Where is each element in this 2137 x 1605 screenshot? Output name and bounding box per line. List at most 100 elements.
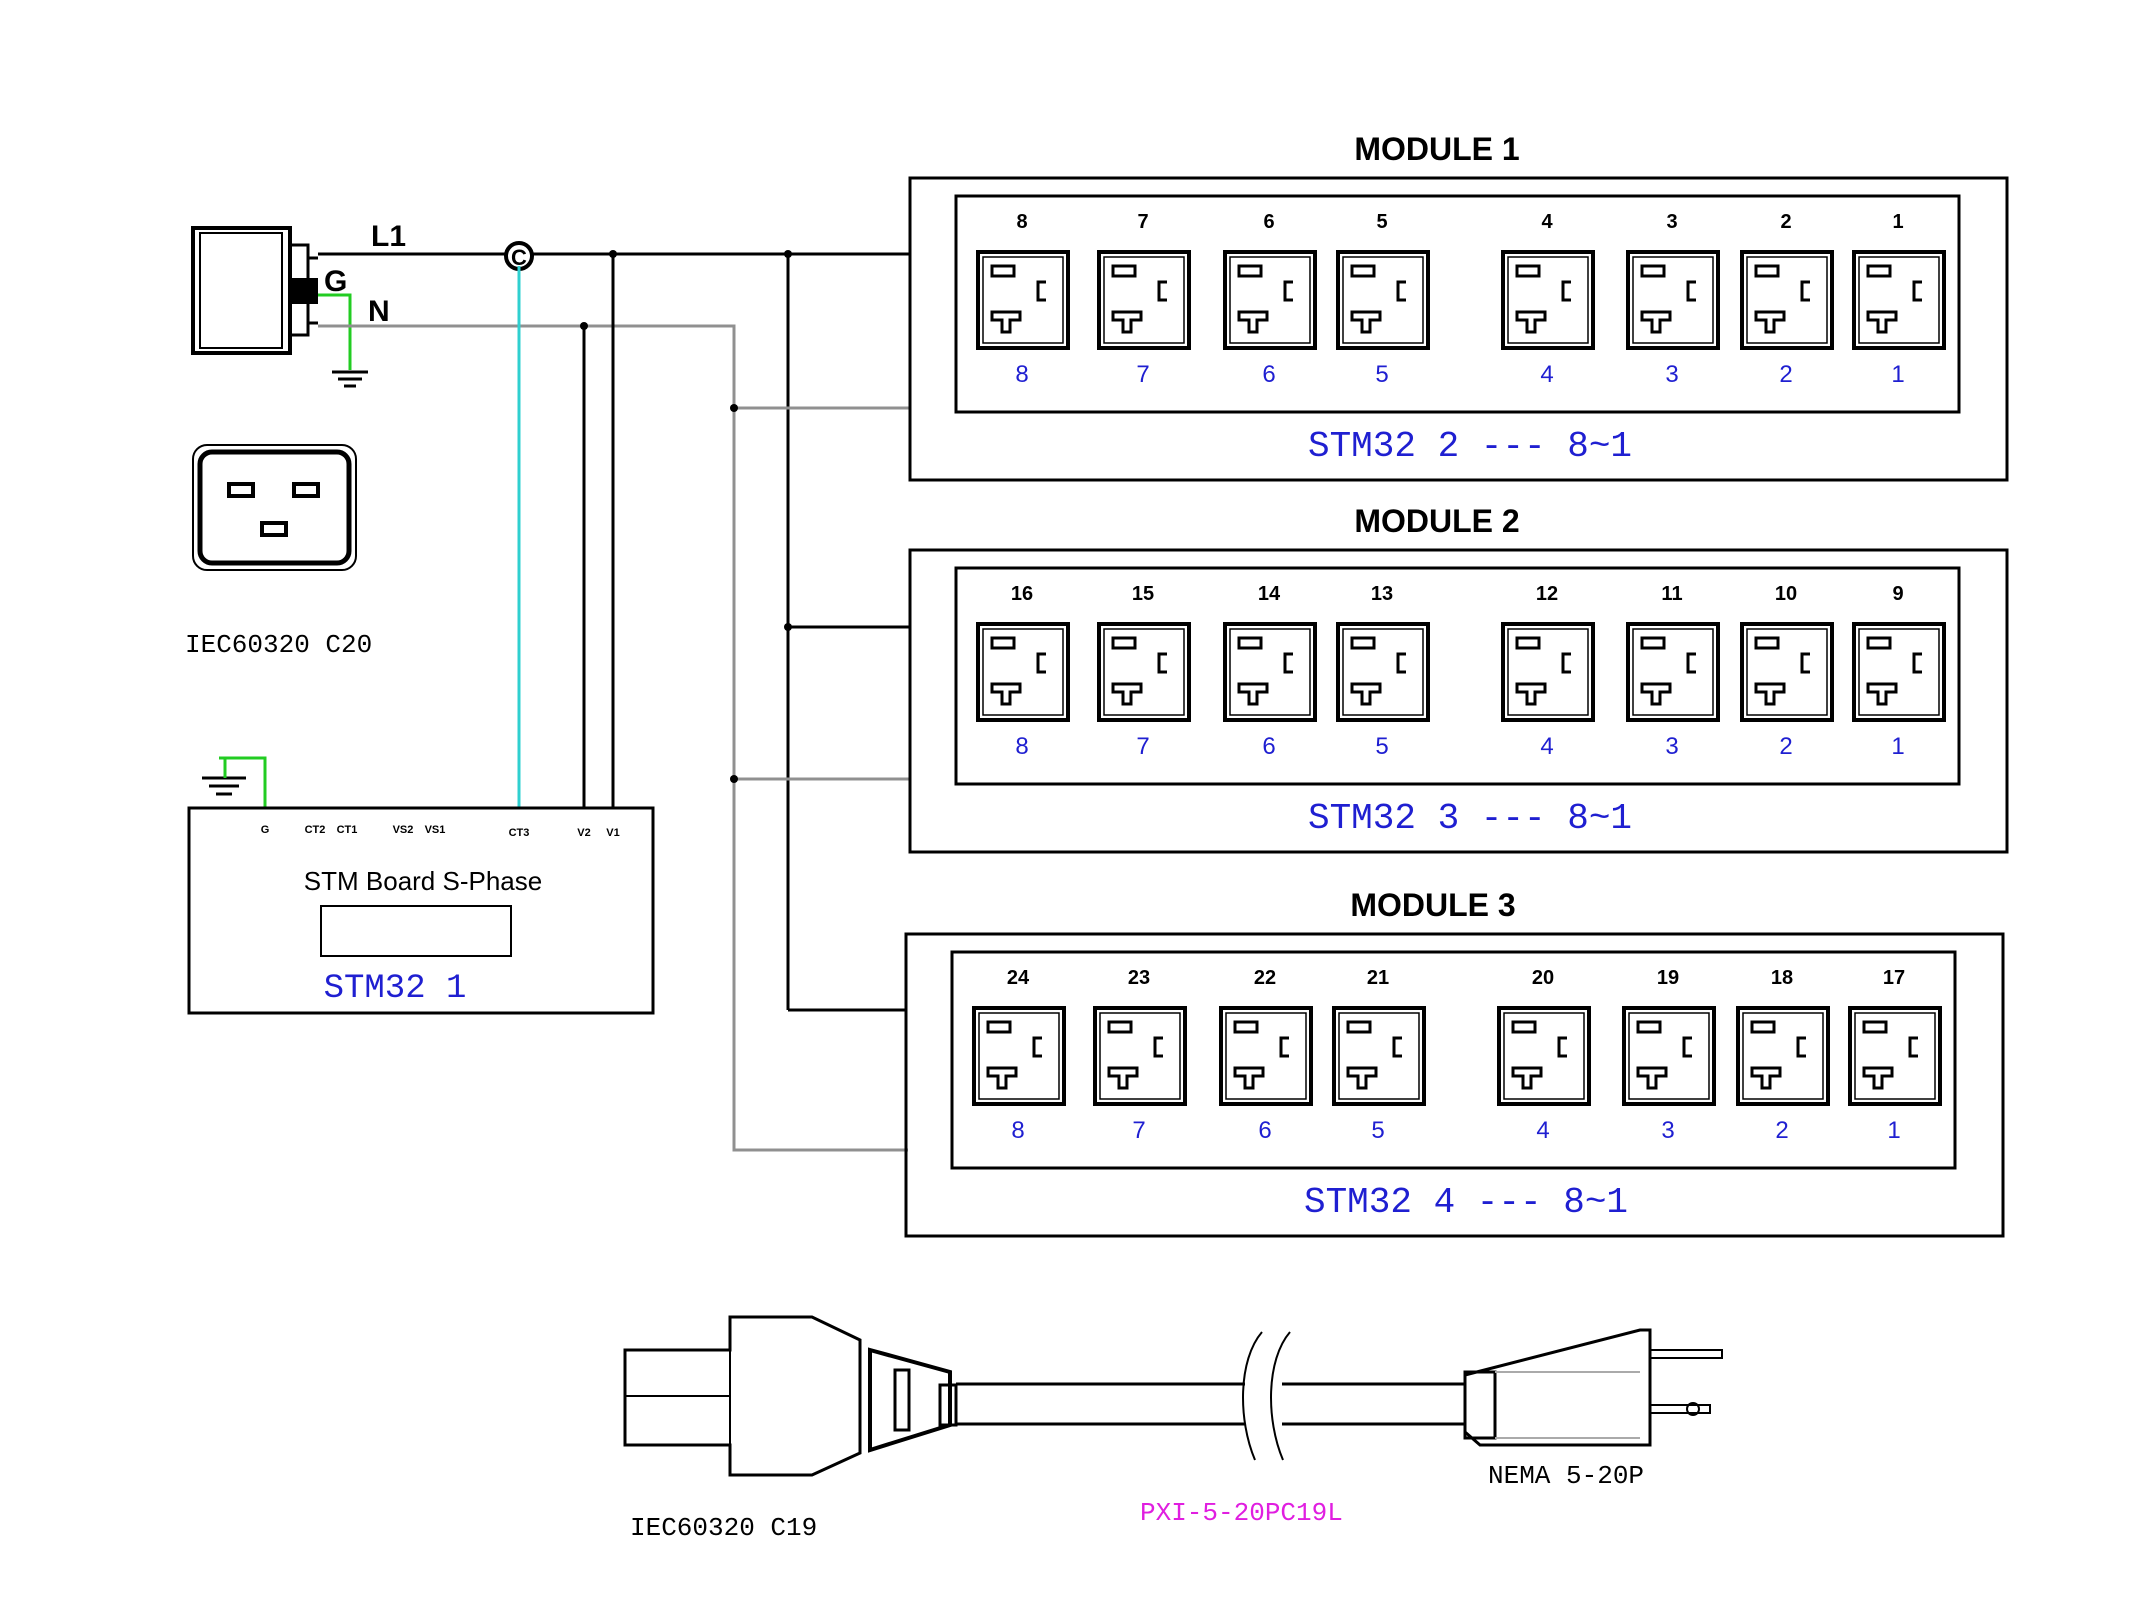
outlet-number: 20 [1532, 967, 1554, 989]
module-footer: STM32 2 --- 8~1 [1308, 426, 1632, 467]
outlet-number: 1 [1892, 211, 1903, 233]
channel-number: 7 [1136, 733, 1149, 760]
stm-board-title: STM Board S-Phase [304, 866, 542, 896]
outlet: 10 2 [1740, 583, 1834, 760]
outlet: 55 [1336, 211, 1430, 388]
channel-number: 5 [1375, 361, 1388, 388]
channel-number: 8 [1015, 361, 1028, 388]
outlet-number: 21 [1367, 967, 1389, 989]
outlet: 24 8 [972, 967, 1066, 1144]
voltage-sense-wires [582, 254, 615, 808]
outlet: 14 6 [1223, 583, 1317, 760]
channel-number: 8 [1015, 733, 1028, 760]
cable-part-number: PXI-5-20PC19L [1140, 1498, 1343, 1528]
outlet-number: 7 [1137, 211, 1148, 233]
module-title: MODULE 3 [1350, 887, 1515, 923]
outlet: 16 8 [976, 583, 1070, 760]
outlet-number: 12 [1536, 583, 1558, 605]
c19-label: IEC60320 C19 [630, 1513, 817, 1543]
outlet-number: 18 [1771, 967, 1793, 989]
outlet: 12 4 [1501, 583, 1595, 760]
outlet: 19 3 [1622, 967, 1716, 1144]
outlet: 11 3 [1626, 583, 1720, 760]
outlet: 91 [1852, 583, 1946, 760]
outlet: 20 4 [1497, 967, 1591, 1144]
channel-number: 3 [1665, 733, 1678, 760]
l1-bus [786, 254, 910, 1012]
nema-plug-label: NEMA 5-20P [1488, 1461, 1644, 1491]
outlet: 33 [1626, 211, 1720, 388]
outlet-number: 5 [1376, 211, 1387, 233]
outlet-number: 3 [1666, 211, 1677, 233]
outlet: 77 [1097, 211, 1191, 388]
junction-dots [580, 250, 792, 783]
ground-wire [318, 293, 352, 370]
channel-number: 6 [1262, 733, 1275, 760]
outlet-number: 23 [1128, 967, 1150, 989]
outlet-number: 14 [1258, 583, 1281, 605]
svg-text:VS1: VS1 [425, 824, 446, 836]
outlet-number: 4 [1541, 211, 1553, 233]
outlet-number: 16 [1011, 583, 1033, 605]
channel-number: 3 [1665, 361, 1678, 388]
power-cable [623, 1315, 1723, 1477]
channel-number: 1 [1891, 733, 1904, 760]
outlet-number: 8 [1016, 211, 1027, 233]
outlet: 11 [1852, 211, 1946, 388]
channel-number: 5 [1371, 1117, 1384, 1144]
outlet: 23 7 [1093, 967, 1187, 1144]
outlet: 171 [1848, 967, 1942, 1144]
module-title: MODULE 2 [1354, 503, 1519, 539]
channel-number: 1 [1891, 361, 1904, 388]
svg-text:CT3: CT3 [509, 827, 530, 839]
channel-number: 2 [1779, 733, 1792, 760]
channel-number: 6 [1258, 1117, 1271, 1144]
stm-board-display [320, 905, 512, 957]
module-footer: STM32 4 --- 8~1 [1304, 1182, 1628, 1223]
outlet-number: 9 [1892, 583, 1903, 605]
channel-number: 2 [1779, 361, 1792, 388]
stm-board: STM Board S-Phase STM32 1 G CT2 CT1 VS2 … [187, 756, 655, 1015]
outlet-number: 22 [1254, 967, 1276, 989]
svg-text:V2: V2 [577, 827, 590, 839]
outlet-number: 11 [1661, 583, 1682, 605]
outlet: 44 [1501, 211, 1595, 388]
stm-board-name: STM32 1 [324, 970, 467, 1008]
svg-text:V1: V1 [606, 827, 619, 839]
n-label: N [368, 295, 390, 328]
outlet-number: 17 [1883, 967, 1905, 989]
channel-number: 5 [1375, 733, 1388, 760]
outlet-number: 19 [1657, 967, 1679, 989]
input-inlet [191, 226, 318, 355]
outlet: 22 [1740, 211, 1834, 388]
outlet-number: 10 [1775, 583, 1797, 605]
channel-number: 4 [1540, 361, 1553, 388]
channel-number: 7 [1136, 361, 1149, 388]
svg-text:CT1: CT1 [337, 824, 358, 836]
channel-number: 3 [1661, 1117, 1674, 1144]
neutral-taps [734, 406, 910, 781]
channel-number: 4 [1536, 1117, 1549, 1144]
channel-number: 2 [1775, 1117, 1788, 1144]
channel-number: 4 [1540, 733, 1553, 760]
outlet-number: 13 [1371, 583, 1393, 605]
outlet-number: 6 [1263, 211, 1274, 233]
svg-text:C: C [511, 245, 527, 270]
l1-label: L1 [371, 220, 406, 253]
ct-sensor: C [504, 241, 534, 271]
outlet: 18 2 [1736, 967, 1830, 1144]
c20-label: IEC60320 C20 [185, 630, 372, 660]
g-label: G [324, 265, 347, 298]
channel-number: 8 [1011, 1117, 1024, 1144]
svg-text:CT2: CT2 [305, 824, 326, 836]
outlet: 88 [976, 211, 1070, 388]
outlet-number: 2 [1780, 211, 1791, 233]
ground-symbol [332, 370, 368, 388]
channel-number: 7 [1132, 1117, 1145, 1144]
neutral-wire [318, 324, 908, 1152]
outlet-number: 24 [1007, 967, 1030, 989]
